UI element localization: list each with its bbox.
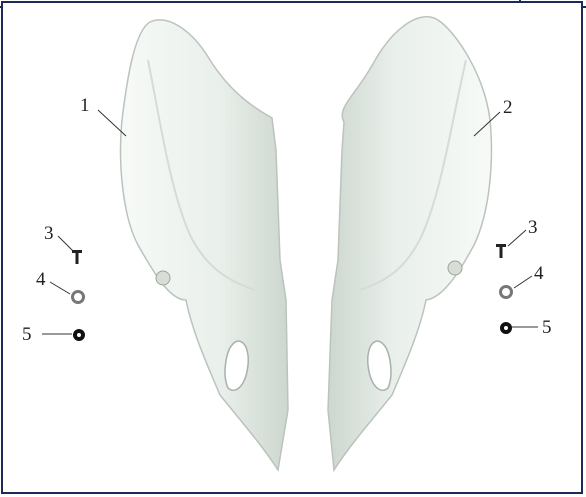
right-panel-body (328, 17, 491, 470)
right-side-panel (328, 17, 491, 470)
callout-5-right: 5 (542, 318, 552, 337)
callout-5-left: 5 (22, 325, 32, 344)
leader-3-left (58, 236, 74, 252)
leader-4-right (514, 276, 532, 288)
callout-2: 2 (503, 98, 513, 117)
left-panel-grommet (156, 271, 170, 285)
callout-4-right: 4 (534, 264, 544, 283)
left-side-panel (121, 20, 288, 470)
right-panel-grommet (448, 261, 462, 275)
right-hardware (496, 244, 512, 334)
left-screw (72, 250, 82, 264)
right-washer (501, 287, 512, 298)
right-screw (496, 244, 506, 258)
left-hardware (72, 250, 85, 341)
callout-3-left: 3 (44, 224, 54, 243)
callout-1: 1 (80, 96, 90, 115)
leader-3-right (508, 230, 526, 246)
callout-3-right: 3 (528, 218, 538, 237)
left-washer (73, 292, 84, 303)
callout-4-left: 4 (36, 270, 46, 289)
leader-4-left (50, 282, 70, 294)
left-panel-body (121, 20, 288, 470)
